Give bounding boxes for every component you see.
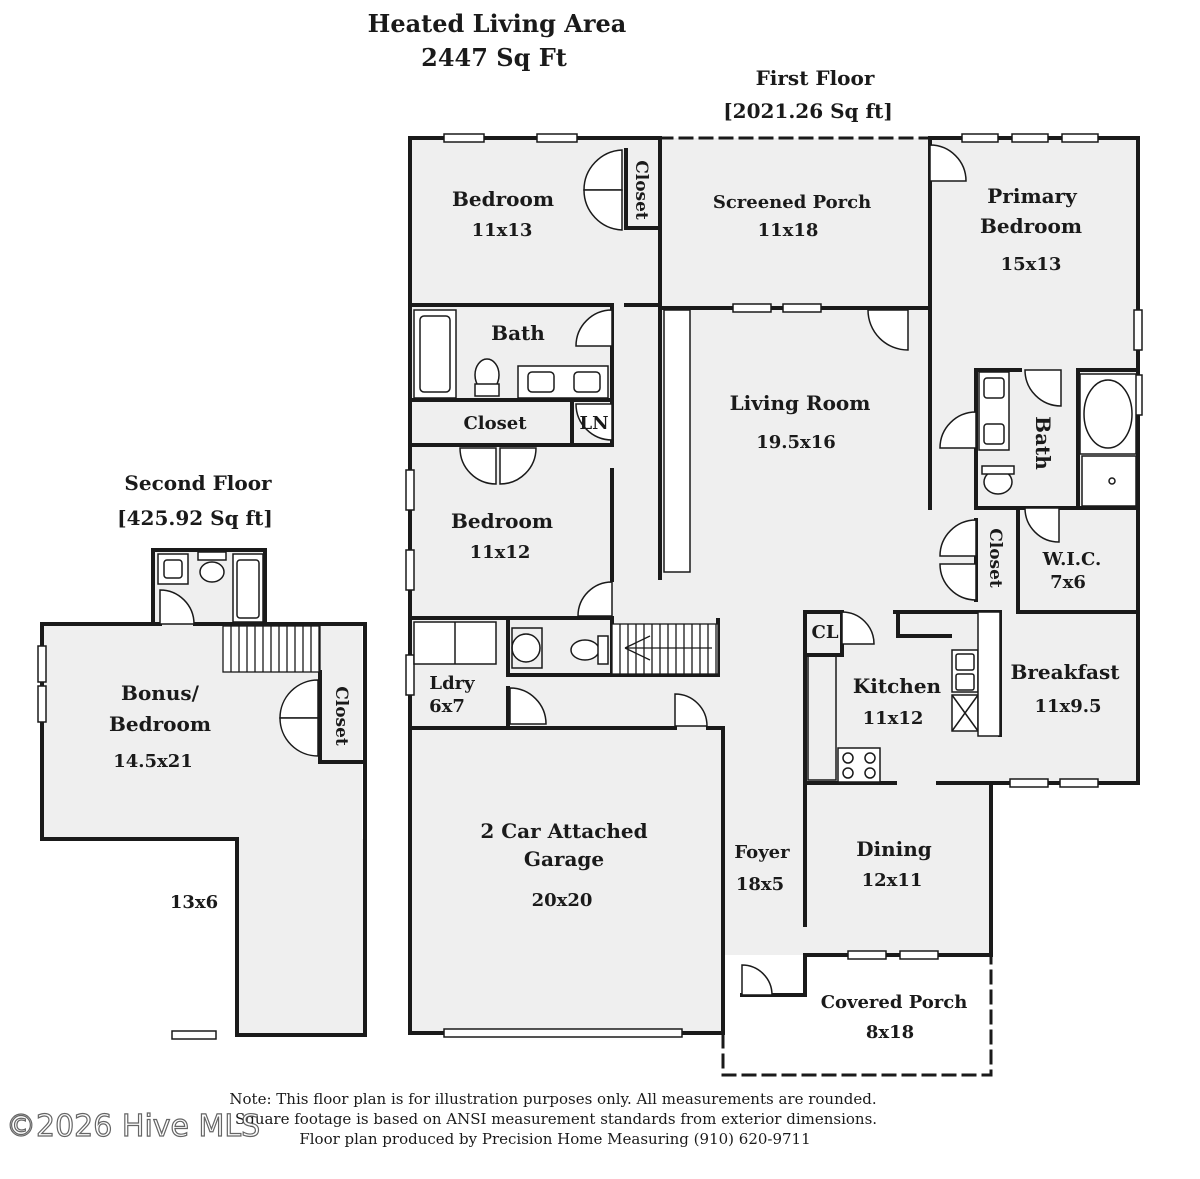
garage-name1: 2 Car Attached — [480, 819, 647, 843]
breakfast-name: Breakfast — [1010, 660, 1120, 684]
note-line2: Square footage is based on ANSI measurem… — [235, 1110, 877, 1128]
bonus-size: 14.5x21 — [113, 751, 193, 772]
garage-size: 20x20 — [532, 890, 593, 911]
dining-name: Dining — [856, 837, 932, 861]
screened-porch-size: 11x18 — [758, 220, 819, 241]
fixtures — [157, 309, 1137, 783]
second-floor-stair-treads — [230, 626, 320, 672]
garage-fill — [410, 728, 723, 1033]
kitchen-name: Kitchen — [853, 674, 942, 698]
bedroom-mid-name: Bedroom — [451, 509, 553, 533]
wic-size: 7x6 — [1050, 572, 1086, 593]
stairs — [222, 623, 719, 675]
covered-porch-name: Covered Porch — [821, 992, 968, 1013]
bonus-extension-fill — [237, 839, 365, 1035]
kitchen-size: 11x12 — [863, 708, 924, 729]
bonus-name1: Bonus/ — [121, 681, 200, 705]
first-floor-label: First Floor — [756, 66, 875, 90]
note-line3: Floor plan produced by Precision Home Me… — [299, 1130, 810, 1148]
first-floor-area: [2021.26 Sq ft] — [723, 99, 893, 123]
bonus-closet-label: Closet — [331, 686, 351, 746]
doors — [159, 144, 1062, 996]
screened-porch-name: Screened Porch — [713, 192, 871, 213]
living-room-name: Living Room — [730, 391, 871, 415]
hall-closet-label: Closet — [463, 413, 527, 434]
note-line1: Note: This floor plan is for illustratio… — [229, 1090, 876, 1108]
garage-name2: Garage — [524, 847, 604, 871]
second-floor-walls — [40, 548, 367, 1037]
hall-bath-label: Bath — [491, 321, 545, 345]
primary-closet-label: Closet — [985, 528, 1005, 588]
bedroom-mid-size: 11x12 — [470, 542, 531, 563]
windows — [37, 133, 1143, 1040]
primary-bedroom-name2: Bedroom — [980, 214, 1082, 238]
dining-size: 12x11 — [862, 870, 923, 891]
covered-porch-size: 8x18 — [866, 1022, 914, 1043]
foyer-dining-fill — [723, 780, 991, 955]
linen-label: LN — [579, 413, 608, 434]
foyer-size: 18x5 — [736, 874, 784, 895]
wic-name: W.I.C. — [1042, 549, 1102, 570]
bonus-name2: Bedroom — [109, 712, 211, 736]
bedroom-top-name: Bedroom — [452, 187, 554, 211]
closet-top-label: Closet — [631, 160, 651, 220]
watermark: ©2026 Hive MLS — [6, 1109, 260, 1144]
laundry-size: 6x7 — [429, 696, 465, 717]
living-room-size: 19.5x16 — [756, 432, 836, 453]
bedroom-top-size: 11x13 — [472, 220, 533, 241]
foyer-name: Foyer — [734, 842, 790, 863]
primary-bedroom-size: 15x13 — [1001, 254, 1062, 275]
title-line2: 2447 Sq Ft — [421, 43, 567, 72]
upstairs-toilet-icon — [199, 561, 225, 583]
bonus-extension-size: 13x6 — [170, 892, 218, 913]
laundry-toilet-icon — [570, 639, 600, 661]
second-floor-label: Second Floor — [124, 471, 272, 495]
primary-bath-label: Bath — [1031, 416, 1055, 470]
title-line1: Heated Living Area — [368, 9, 627, 38]
first-floor-stair-treads — [619, 624, 717, 674]
second-floor-area: [425.92 Sq ft] — [117, 506, 273, 530]
cl-label: CL — [812, 622, 839, 643]
laundry-name: Ldry — [429, 673, 475, 694]
primary-bedroom-name1: Primary — [987, 184, 1078, 208]
laundry-sink-icon — [511, 633, 541, 663]
breakfast-size: 11x9.5 — [1034, 696, 1101, 717]
